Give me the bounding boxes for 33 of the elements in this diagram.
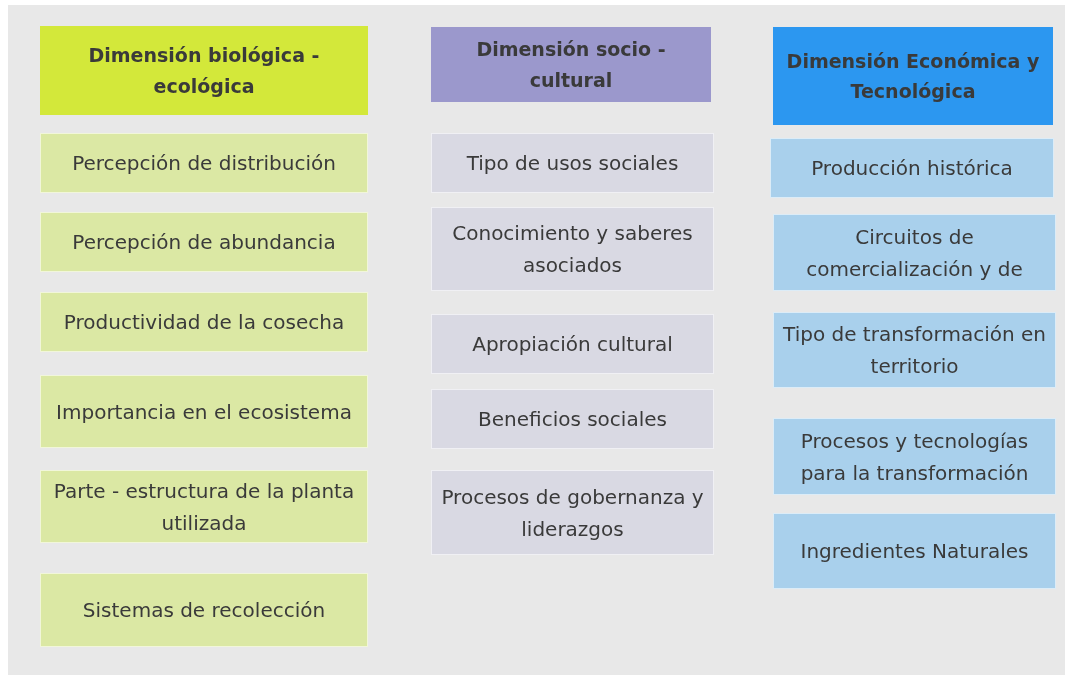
item-text: Percepción de distribución — [72, 150, 336, 177]
header-text: Dimensión biológica - ecológica — [87, 43, 321, 99]
item-text: Circuitos de comercialización y de — [805, 223, 1024, 283]
item-text: Productividad de la cosecha — [63, 309, 345, 336]
item-text: Importancia en el ecosistema — [56, 398, 352, 426]
item-text: Apropiación cultural — [472, 331, 673, 358]
item-box — [40, 470, 368, 543]
item-text: Tipo de usos sociales — [466, 150, 679, 177]
header-box — [431, 27, 711, 102]
item-text: Procesos de gobernanza y liderazgos — [440, 483, 705, 543]
item-text: Percepción de abundancia — [72, 229, 336, 256]
header-text: Dimensión socio - cultural — [475, 37, 667, 93]
item-box — [40, 212, 368, 272]
item-text: Procesos y tecnologías para la transformación — [799, 427, 1030, 487]
item-text: Ingredientes Naturales — [800, 538, 1029, 565]
item-text: Producción histórica — [811, 155, 1013, 182]
header-text: Dimensión Económica y Tecnológica — [785, 48, 1041, 104]
item-box — [773, 312, 1056, 388]
item-box — [770, 138, 1054, 198]
item-box — [773, 214, 1056, 291]
item-box — [40, 133, 368, 193]
item-box — [773, 513, 1056, 589]
header-box — [40, 26, 368, 115]
item-text: Parte - estructura de la planta utilizada — [52, 477, 356, 537]
item-text: Tipo de transformación en territorio — [782, 321, 1047, 380]
item-box — [773, 418, 1056, 495]
item-box — [40, 573, 368, 647]
item-box — [40, 375, 368, 448]
item-text: Beneficios sociales — [478, 406, 667, 433]
item-box — [40, 292, 368, 352]
item-text: Conocimiento y saberes asociados — [451, 220, 694, 279]
header-box — [773, 27, 1053, 125]
item-text: Sistemas de recolección — [82, 597, 326, 624]
